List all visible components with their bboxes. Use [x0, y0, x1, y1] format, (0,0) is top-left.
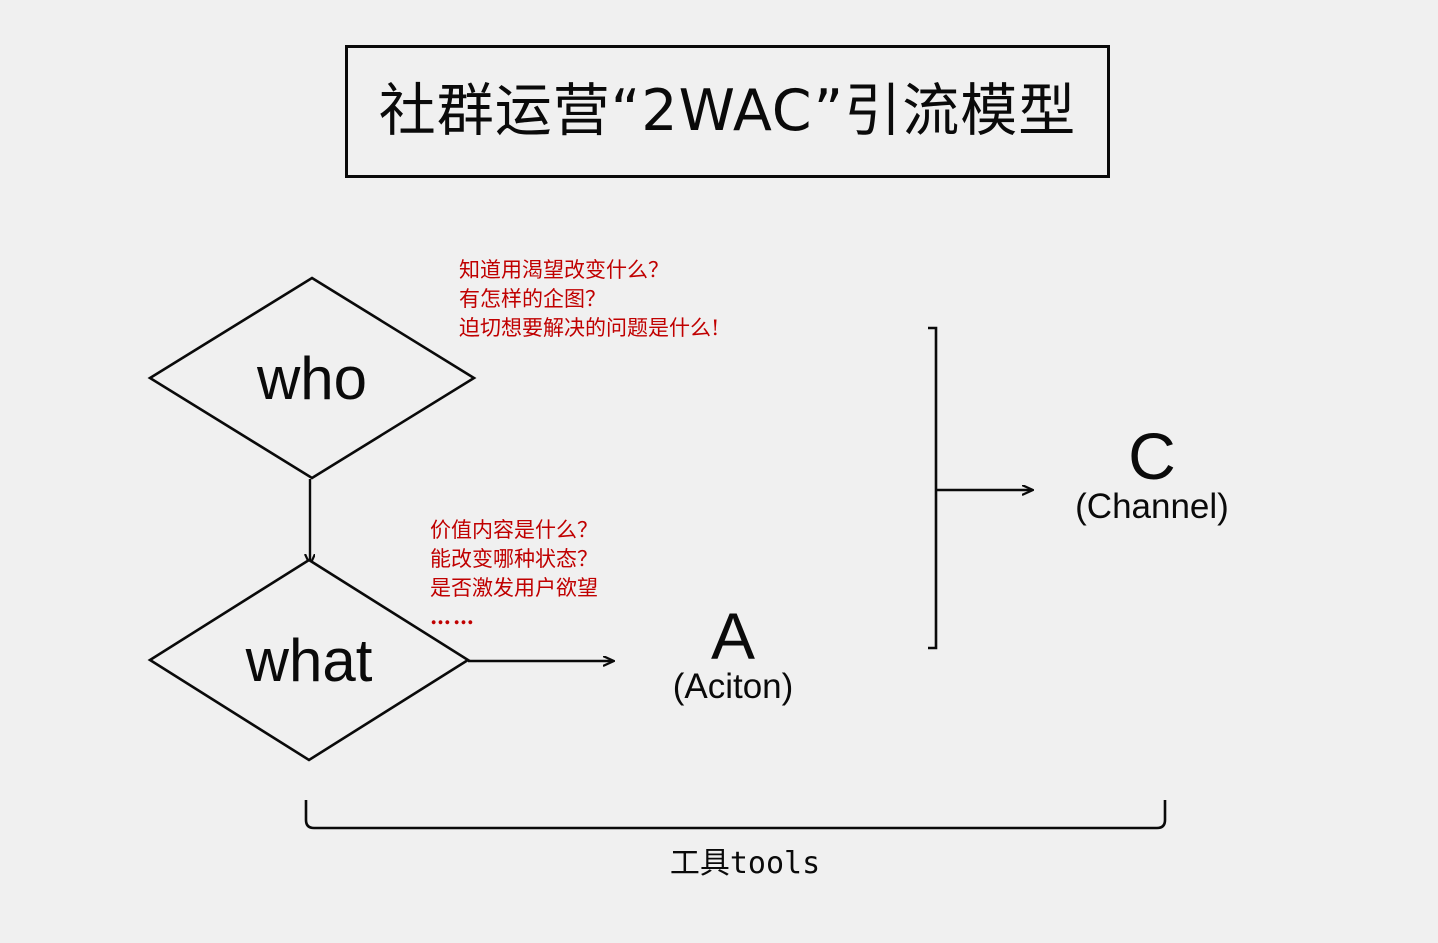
annotation-what-line-4: ……: [430, 603, 476, 629]
title-box: 社群运营“2WAC”引流模型: [345, 45, 1110, 178]
node-channel-letter: C: [1128, 419, 1176, 493]
bottom-bracket-caption: 工具tools: [669, 846, 821, 881]
node-action-sublabel: (Aciton): [672, 666, 794, 706]
annotation-what-line-3: 是否激发用户欲望: [430, 575, 598, 600]
annotation-what-line-1: 价值内容是什么？: [430, 518, 598, 542]
bottom-bracket-tools: [304, 800, 1167, 830]
node-what[interactable]: what: [147, 558, 471, 762]
right-bracket: [928, 326, 938, 650]
node-channel-sublabel: (Channel): [1075, 486, 1229, 526]
node-channel: C (Channel): [1032, 419, 1272, 526]
annotation-who-line-2: 有怎样的企图？: [459, 286, 606, 311]
diamond-shape-who: [147, 276, 477, 480]
annotation-who-line-1: 知道用渴望改变什么？: [459, 258, 669, 282]
annotation-who-line-3: 迫切想要解决的问题是什么!: [459, 315, 720, 340]
node-action-letter: A: [710, 599, 756, 673]
annotation-what: 价值内容是什么？ 能改变哪种状态？ 是否激发用户欲望 ……: [430, 516, 598, 632]
page-title: 社群运营“2WAC”引流模型: [378, 78, 1077, 144]
annotation-who: 知道用渴望改变什么？ 有怎样的企图？ 迫切想要解决的问题是什么!: [459, 256, 719, 343]
diamond-shape-what: [147, 558, 471, 762]
annotation-what-line-2: 能改变哪种状态？: [430, 546, 598, 571]
node-action: A (Aciton): [633, 599, 833, 706]
node-who[interactable]: who: [147, 276, 477, 480]
